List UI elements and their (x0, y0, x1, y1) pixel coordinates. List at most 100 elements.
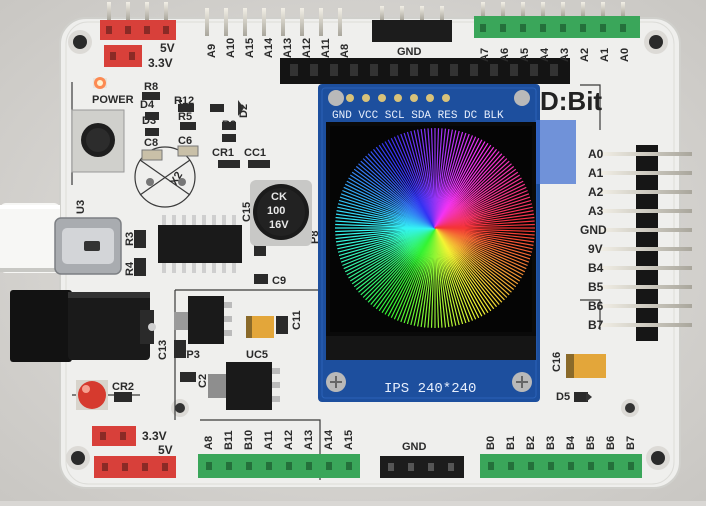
svg-text:B5: B5 (588, 280, 604, 294)
tantalum-cap-right (566, 354, 606, 378)
lcd-footer-text: IPS 240*240 (384, 381, 476, 397)
svg-text:C6: C6 (178, 135, 192, 147)
usb-serial-ic (158, 215, 242, 273)
svg-text:A13: A13 (303, 430, 315, 450)
svg-text:A0: A0 (588, 147, 604, 161)
svg-text:B7: B7 (588, 318, 604, 332)
rainbow-line (434, 223, 535, 229)
svg-text:B2: B2 (525, 436, 537, 450)
lcd-pin-header-text: GND VCC SCL SDA RES DC BLK (332, 110, 504, 122)
crystal-pads (146, 178, 186, 186)
label-3v3-bottom: 3.3V (142, 429, 167, 443)
bottom-green-header-left[interactable] (198, 454, 360, 478)
svg-text:A0: A0 (619, 48, 631, 62)
svg-text:B4: B4 (565, 435, 577, 450)
electrolytic-capacitor: CK 100 16V (250, 180, 312, 246)
label-top-0: A9 (206, 44, 218, 58)
top-right-labels: A7 A6 A5 A4 A3 A2 A1 A0 (479, 47, 631, 62)
top-red-header[interactable] (100, 2, 176, 67)
label-top-3: A14 (263, 37, 275, 58)
svg-text:B6: B6 (605, 436, 617, 450)
svg-text:B6: B6 (588, 299, 604, 313)
svg-text:B5: B5 (585, 436, 597, 450)
svg-text:CC1: CC1 (244, 147, 266, 159)
right-angle-header[interactable] (600, 145, 692, 341)
svg-text:R5: R5 (178, 111, 192, 123)
svg-text:R12: R12 (174, 95, 194, 107)
svg-text:A12: A12 (283, 430, 295, 450)
regulator-upper (174, 296, 232, 344)
svg-text:A11: A11 (263, 430, 275, 450)
label-top-5: A12 (301, 38, 313, 58)
svg-text:A8: A8 (203, 436, 215, 450)
usb-cable (0, 203, 60, 273)
svg-text:A2: A2 (588, 185, 604, 199)
label-top-2: A15 (244, 38, 256, 58)
svg-text:B4: B4 (588, 261, 604, 275)
usb-c-port[interactable] (54, 217, 122, 275)
label-top-6: A11 (320, 38, 332, 58)
svg-text:D5: D5 (556, 391, 570, 403)
svg-text:A1: A1 (588, 166, 604, 180)
svg-text:GND: GND (580, 223, 607, 237)
svg-text:9V: 9V (588, 242, 603, 256)
svg-text:B1: B1 (505, 436, 517, 450)
top-black-gnd-header[interactable] (372, 6, 452, 42)
svg-text:UC5: UC5 (246, 349, 268, 361)
svg-text:B10: B10 (243, 430, 255, 450)
label-gnd-top: GND (397, 46, 422, 58)
regulator-lower (208, 362, 280, 410)
svg-text:A7: A7 (479, 48, 491, 62)
label-power: POWER (92, 94, 134, 106)
bottom-black-gnd-header[interactable] (380, 456, 464, 478)
power-led (93, 77, 107, 89)
right-header-labels: A0 A1 A2 A3 GND 9V B4 B5 B6 B7 (580, 147, 607, 332)
svg-text:B3: B3 (545, 436, 557, 450)
svg-text:R2: R2 (222, 119, 236, 131)
top-white-pin-row[interactable] (205, 8, 342, 36)
bottom-right-labels: B0 B1 B2 B3 B4 B5 B6 B7 (485, 435, 637, 450)
svg-text:B11: B11 (223, 430, 235, 450)
svg-text:A14: A14 (323, 429, 335, 450)
svg-text:C13: C13 (157, 340, 169, 360)
svg-text:100: 100 (267, 205, 285, 217)
svg-text:B0: B0 (485, 436, 497, 450)
svg-text:A5: A5 (519, 48, 531, 62)
lcd-rainbow-pattern (335, 128, 535, 328)
svg-text:CR1: CR1 (212, 147, 234, 159)
svg-text:16V: 16V (269, 219, 289, 231)
label-gnd-bottom: GND (402, 441, 427, 453)
svg-text:R3: R3 (124, 232, 136, 246)
svg-text:C11: C11 (291, 310, 303, 330)
label-top-4: A13 (282, 38, 294, 58)
svg-text:A3: A3 (559, 48, 571, 62)
svg-text:C2: C2 (197, 374, 209, 388)
svg-text:A6: A6 (499, 48, 511, 62)
svg-text:A3: A3 (588, 204, 604, 218)
label-5v-top: 5V (160, 41, 175, 55)
label-top-7: A8 (339, 44, 351, 58)
svg-text:C9: C9 (272, 275, 286, 287)
svg-text:D3: D3 (142, 115, 156, 127)
svg-text:D2: D2 (238, 104, 250, 118)
svg-text:CK: CK (271, 191, 287, 203)
label-r8: R8 (144, 81, 158, 93)
dc-barrel-jack[interactable] (10, 290, 156, 362)
svg-text:A2: A2 (579, 48, 591, 62)
label-3v3-top: 3.3V (148, 56, 173, 70)
svg-text:WP3: WP3 (176, 349, 200, 361)
svg-text:A1: A1 (599, 48, 611, 62)
bottom-green-header-right[interactable] (480, 454, 642, 478)
svg-text:B7: B7 (625, 436, 637, 450)
svg-text:CR2: CR2 (112, 381, 134, 393)
top-green-header[interactable] (474, 2, 640, 38)
label-5v-bottom: 5V (158, 443, 173, 457)
top-header-labels: A9 A10 A15 A14 A13 A12 A11 A8 (206, 37, 351, 58)
reset-button[interactable] (71, 109, 125, 173)
svg-text:A4: A4 (539, 47, 551, 62)
bottom-red-headers[interactable] (92, 426, 176, 478)
lcd-socket-strip (280, 58, 570, 84)
svg-text:C16: C16 (551, 352, 563, 372)
